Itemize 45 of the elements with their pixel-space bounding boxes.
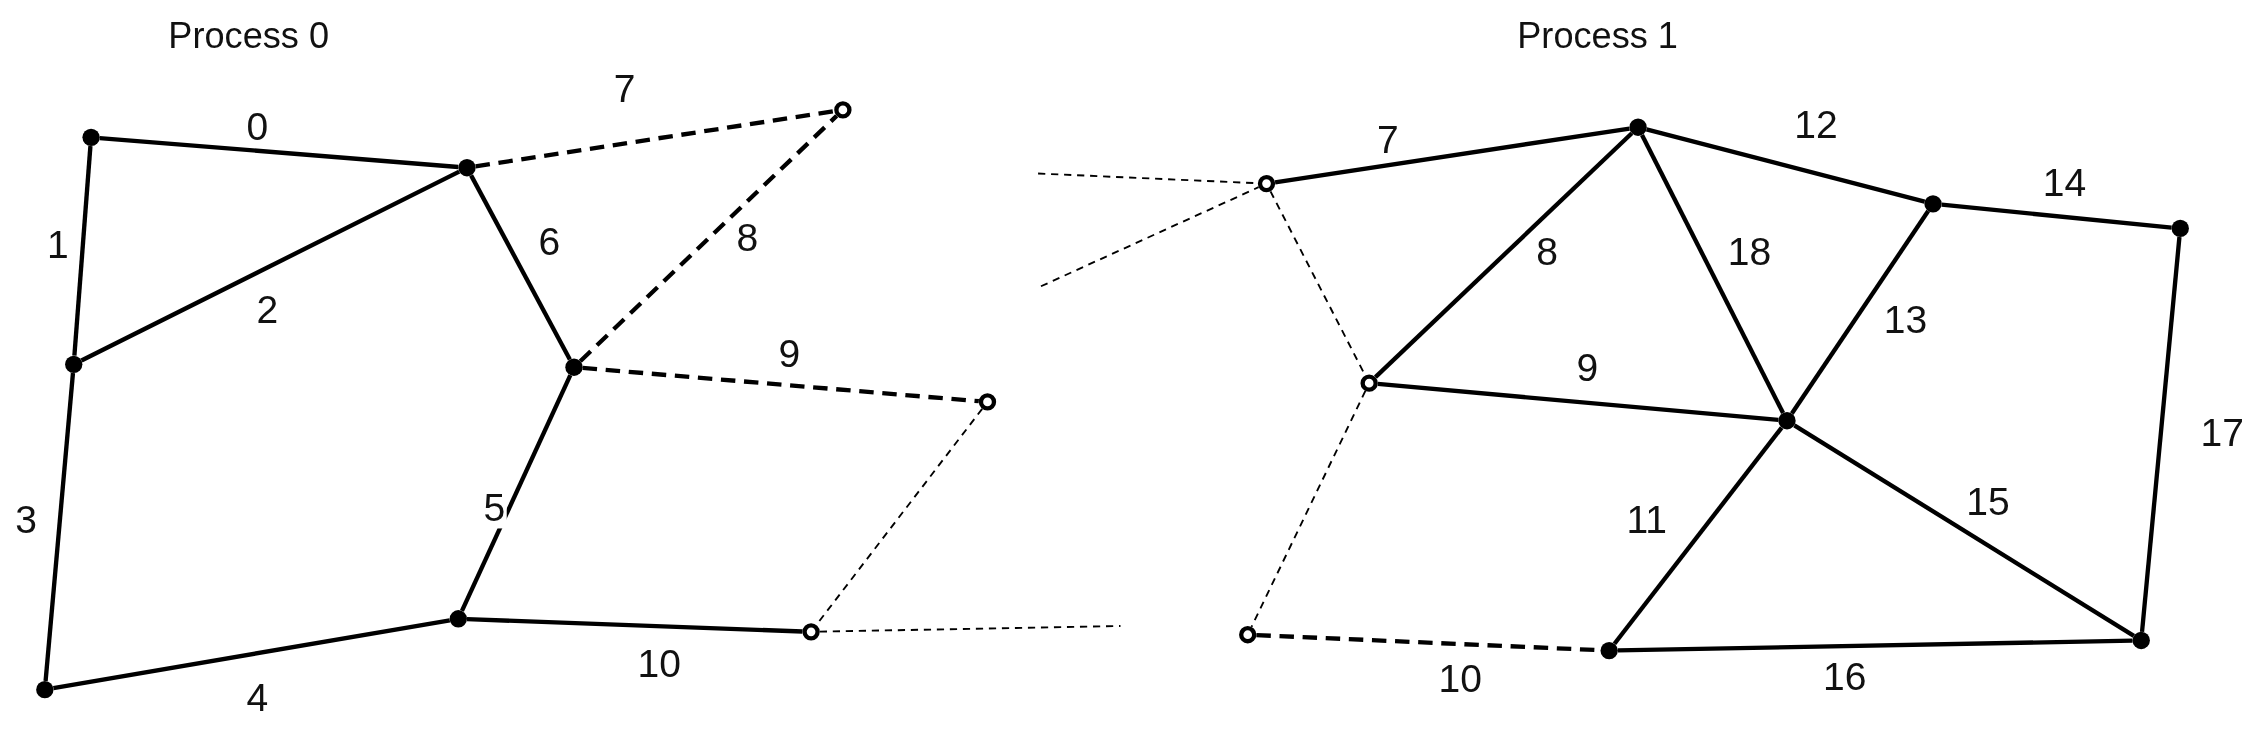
vertex-dot: [2171, 219, 2189, 238]
edge-line: [1790, 209, 1930, 415]
edge-line: [43, 372, 76, 682]
ghost-vertex-dot: [1239, 626, 1257, 644]
edge-line: [53, 618, 451, 691]
edge-line: [1612, 426, 1784, 646]
vertex-dot: [1629, 118, 1647, 136]
vertex-dot: [65, 355, 83, 373]
edge-line: [1640, 134, 1785, 414]
edge-line: [1377, 381, 1779, 423]
vertex-dot: [82, 128, 100, 146]
dashed-edge-line: [578, 114, 839, 363]
ghost-vertex-dot: [1257, 174, 1276, 193]
edge-line: [1941, 202, 2172, 230]
vertex-dot: [565, 358, 583, 376]
vertex-dot: [1600, 641, 1618, 660]
edge-line: [80, 169, 461, 363]
vertex-dot: [1924, 195, 1942, 213]
edge-line: [1645, 127, 1926, 204]
dashed-edge-line: [818, 625, 1122, 633]
vertex-dot: [2132, 631, 2150, 650]
edge-line: [459, 374, 573, 612]
vertex-dot: [1778, 412, 1796, 430]
dashed-edge-line: [475, 109, 835, 169]
partition-title: Process 0: [168, 18, 330, 55]
edge-line: [1373, 131, 1634, 379]
edge-line: [1617, 638, 2133, 653]
dashed-edge-line: [1040, 186, 1260, 288]
vertex-dot: [458, 159, 476, 177]
ghost-vertex-dot: [978, 393, 997, 411]
dashed-edge-line: [1250, 390, 1367, 628]
vertex-dot: [449, 610, 467, 628]
edge-line: [2139, 236, 2182, 633]
dashed-edge-line: [582, 365, 979, 404]
ghost-vertex-dot: [1360, 374, 1378, 392]
edge-line: [1274, 126, 1630, 185]
ghost-vertex-dot: [834, 101, 852, 119]
edge-line: [466, 616, 803, 634]
edge-line: [1793, 423, 2135, 638]
partition-title: Process 1: [1517, 18, 1678, 55]
edge-line: [72, 145, 93, 356]
vertex-dot: [36, 680, 54, 699]
ghost-vertex-dot: [802, 623, 820, 641]
edge-line: [99, 135, 459, 170]
edge-line: [469, 174, 572, 361]
